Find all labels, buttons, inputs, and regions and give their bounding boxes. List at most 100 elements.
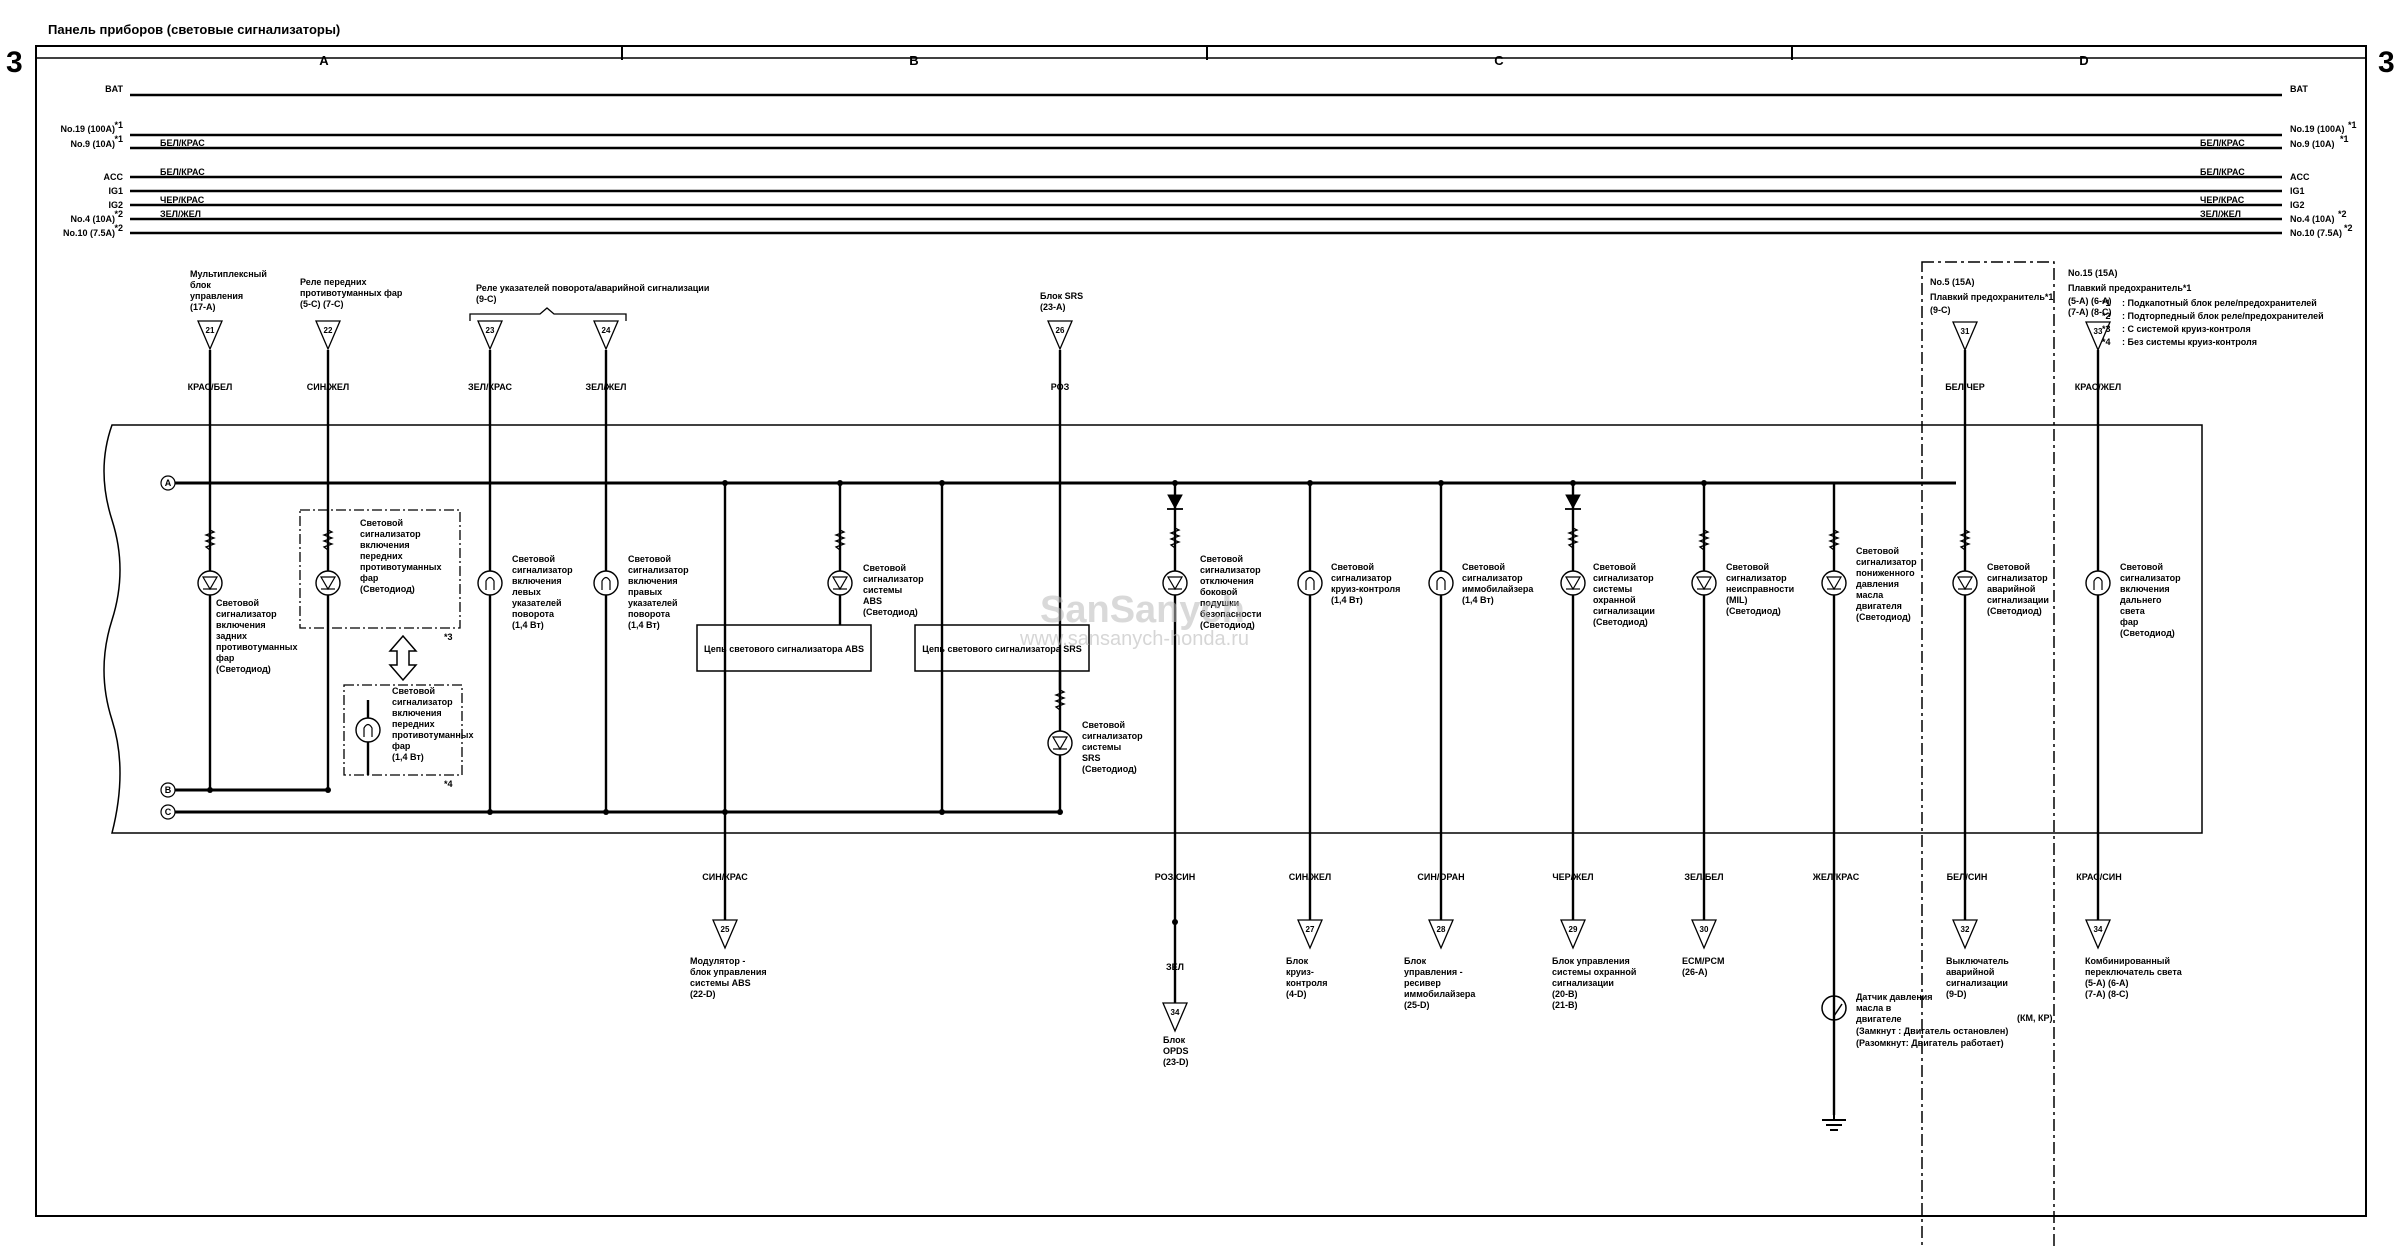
connector-23 bbox=[477, 320, 503, 351]
bus-letter-a: A bbox=[165, 478, 172, 488]
watermark-url: www.sansanych-honda.ru bbox=[1019, 628, 1249, 650]
connector-31 bbox=[1952, 321, 1978, 352]
connector-29-number: 29 bbox=[1569, 925, 1578, 934]
watermark-logo: SanSanych bbox=[1040, 589, 1245, 631]
rail-no4-left: No.4 (10A) bbox=[70, 214, 115, 224]
resistor bbox=[1828, 529, 1840, 551]
resistor bbox=[1959, 529, 1971, 551]
rail-ig1-left: IG1 bbox=[108, 186, 123, 196]
wire-label-26: РОЗ bbox=[1051, 382, 1070, 392]
diode-icon bbox=[1167, 494, 1183, 510]
led-icon bbox=[827, 570, 853, 596]
wire-label-31: БЕЛ/ЧЕР bbox=[1945, 382, 1985, 392]
rail-wire-no9-left: БЕЛ/КРАС bbox=[160, 138, 205, 148]
rail-wire-no4-right: ЗЕЛ/ЖЕЛ bbox=[2200, 209, 2241, 219]
rail-ig1-right: IG1 bbox=[2290, 186, 2305, 196]
svg-text:*2: *2 bbox=[2102, 311, 2111, 321]
led-icon bbox=[1047, 730, 1073, 756]
wire-label-22: СИН/ЖЕЛ bbox=[307, 382, 349, 392]
connector-25-number: 25 bbox=[721, 925, 730, 934]
svg-text:: Подторпедный блок реле/предо: : Подторпедный блок реле/предохранителей bbox=[2122, 311, 2324, 321]
connector-33-number: 33 bbox=[2094, 327, 2103, 336]
source-srs-label: Блок SRS(23-A) bbox=[1040, 291, 1083, 312]
rail-no10-right: No.10 (7.5A) bbox=[2290, 228, 2342, 238]
led-icon bbox=[1691, 570, 1717, 596]
page-number-left: 3 bbox=[6, 46, 23, 79]
wire-label-25: СИН/КРАС bbox=[702, 872, 748, 882]
zone-label-d: D bbox=[2079, 53, 2088, 68]
connector-32-number: 32 bbox=[1961, 925, 1970, 934]
diode-icon bbox=[1565, 494, 1581, 510]
bus-letter-b: B bbox=[165, 785, 172, 795]
rail-wire-ig2-left: ЧЕР/КРАС bbox=[160, 195, 205, 205]
connector-26 bbox=[1047, 320, 1073, 351]
svg-text:*3: *3 bbox=[2102, 324, 2111, 334]
rail-acc-left: ACC bbox=[104, 172, 124, 182]
connector-21 bbox=[197, 320, 223, 351]
connector-23-number: 23 bbox=[486, 326, 495, 335]
rail-no4-star-left: *2 bbox=[114, 209, 123, 219]
connector-34-number: 34 bbox=[2094, 925, 2103, 934]
resistor bbox=[1169, 527, 1181, 549]
rail-no10-star-right: *2 bbox=[2344, 223, 2353, 233]
connector-31-number: 31 bbox=[1961, 327, 1970, 336]
rail-no10-star-left: *2 bbox=[114, 223, 123, 233]
rail-no9-right: No.9 (10A) bbox=[2290, 139, 2335, 149]
bulb-icon bbox=[2085, 570, 2111, 596]
rail-ig2-left: IG2 bbox=[108, 200, 123, 210]
source-fuse-no15-label: No.15 (15A)Плавкий предохранитель*1(5-A)… bbox=[2068, 268, 2191, 317]
rail-no19-star-right: *1 bbox=[2348, 120, 2357, 130]
rail-wire-no9-right: БЕЛ/КРАС bbox=[2200, 138, 2245, 148]
rail-wire-ig2-right: ЧЕР/КРАС bbox=[2200, 195, 2245, 205]
resistor bbox=[1054, 689, 1066, 711]
bus-letter-c: C bbox=[165, 807, 172, 817]
rail-no4-right: No.4 (10A) bbox=[2290, 214, 2335, 224]
rail-ig2-right: IG2 bbox=[2290, 200, 2305, 210]
outer-frame bbox=[35, 45, 2367, 1217]
footnote-3: *3 bbox=[444, 632, 453, 642]
wire-label-28: СИН/ОРАН bbox=[1417, 872, 1464, 882]
circuit-srs-label: Цепь светового сигнализатора SRS bbox=[922, 644, 1081, 654]
svg-text:*1: *1 bbox=[2102, 298, 2111, 308]
connector-22 bbox=[315, 320, 341, 351]
rail-wire-acc-right: БЕЛ/КРАС bbox=[2200, 167, 2245, 177]
wire-label-oil: ЖЕЛ/КРАС bbox=[1812, 872, 1860, 882]
connector-30-number: 30 bbox=[1700, 925, 1709, 934]
wire-label-roz-sin: РОЗ/СИН bbox=[1155, 872, 1196, 882]
wire-label-34: КРАС/СИН bbox=[2076, 872, 2121, 882]
rail-no19-star-left: *1 bbox=[114, 120, 123, 130]
svg-text:: С системой круиз-контроля: : С системой круиз-контроля bbox=[2122, 324, 2251, 334]
rail-no9-star-left: *1 bbox=[114, 134, 123, 144]
svg-text:: Без системы круиз-контроля: : Без системы круиз-контроля bbox=[2122, 337, 2257, 347]
connector-24-number: 24 bbox=[602, 326, 611, 335]
rail-no4-star-right: *2 bbox=[2338, 209, 2347, 219]
wire-label-27: СИН/ЖЕЛ bbox=[1289, 872, 1331, 882]
led-icon bbox=[315, 570, 341, 596]
rail-bat-right: BAT bbox=[2290, 84, 2308, 94]
wire-label-33: КРАС/ЖЕЛ bbox=[2075, 382, 2121, 392]
rail-wire-no4-left: ЗЕЛ/ЖЕЛ bbox=[160, 209, 201, 219]
source-turn-relay-label: Реле указателей поворота/аварийной сигна… bbox=[476, 283, 709, 304]
rail-no10-left: No.10 (7.5A) bbox=[63, 228, 115, 238]
rail-acc-right: ACC bbox=[2290, 172, 2310, 182]
page-title: Панель приборов (световые сигнализаторы) bbox=[48, 22, 340, 37]
resistor bbox=[1698, 529, 1710, 551]
rail-no9-star-right: *1 bbox=[2340, 134, 2349, 144]
